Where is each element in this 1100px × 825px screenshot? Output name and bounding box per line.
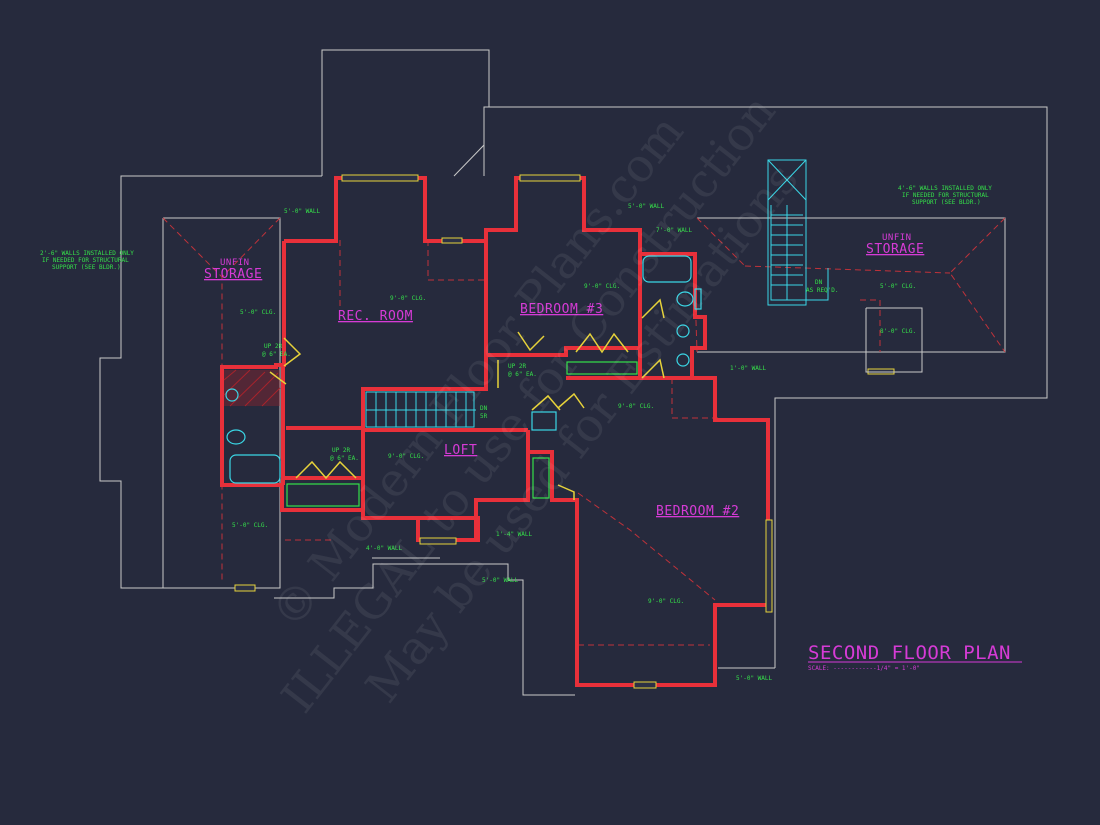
sink-icon: [676, 324, 690, 338]
ceiling-note: 5'-0" CLG.: [240, 309, 276, 316]
storage-right-line2: STORAGE: [866, 242, 924, 257]
ceiling-note: 8'-0" CLG.: [880, 328, 916, 335]
stair-note: UP 2R: [264, 343, 282, 350]
stair-note: 5R: [480, 413, 488, 420]
ceiling-note: 9'-0" CLG.: [618, 403, 654, 410]
stair-note: @ 6" EA.: [508, 371, 537, 378]
sink-icon: [676, 353, 690, 367]
washer-icon: [531, 411, 557, 431]
structural-note: IF NEEDED FOR STRUCTURAL: [42, 257, 129, 264]
bedroom3-label: BEDROOM #3: [520, 302, 603, 317]
toilet-icon: [226, 429, 246, 445]
structural-note: 2'-6" WALLS INSTALLED ONLY: [40, 250, 134, 257]
plan-scale: SCALE: ------------1/4" = 1'-0": [808, 665, 920, 672]
closet-shelf: [286, 483, 360, 507]
storage-left-line2: STORAGE: [204, 267, 262, 282]
storage-right-line1: UNFIN: [882, 233, 912, 243]
storage-left-line1: UNFIN: [220, 258, 250, 268]
bathtub-icon: [229, 454, 281, 484]
wall-note: 7'-0" WALL: [656, 227, 693, 234]
wall-note: 1'-4" WALL: [496, 531, 533, 538]
stair-note: UP 2R: [508, 363, 526, 370]
stair-note: DN: [815, 279, 823, 286]
structural-note: SUPPORT (SEE BLDR.): [52, 264, 121, 271]
ceiling-note: 9'-0" CLG.: [584, 283, 620, 290]
stair-note: UP 2R: [332, 447, 350, 454]
stair-note: @ 6" EA.: [330, 455, 359, 462]
stair-note: DN: [480, 405, 488, 412]
structural-note: SUPPORT (SEE BLDR.): [912, 199, 981, 206]
wall-note: 1'-0" WALL: [730, 365, 767, 372]
ceiling-note: 5'-0" CLG.: [232, 522, 268, 529]
wall-note: 5'-0" WALL: [628, 203, 665, 210]
structural-note: 4'-6" WALLS INSTALLED ONLY: [898, 185, 992, 192]
roof-outline: [99, 49, 1048, 696]
bedroom2-label: BEDROOM #2: [656, 504, 739, 519]
ceiling-note: 9'-0" CLG.: [390, 295, 426, 302]
closet-shelf: [532, 457, 550, 499]
watermark: © Modern Floor Plans.com ILLEGAL to use …: [260, 84, 808, 722]
roof-hips: [162, 217, 1006, 646]
exterior-walls: [220, 176, 770, 687]
bathtub-icon: [642, 255, 692, 283]
ceiling-note: 9'-0" CLG.: [648, 598, 684, 605]
loft-label: LOFT: [444, 443, 477, 458]
main-stair: [365, 391, 476, 428]
structural-note: IF NEEDED FOR STRUCTURAL: [902, 192, 989, 199]
ceiling-note: 9'-0" CLG.: [388, 453, 424, 460]
ceiling-note: 5'-0" CLG.: [880, 283, 916, 290]
stair-note: AS REQ'D.: [806, 287, 839, 294]
sink-icon: [225, 388, 239, 402]
right-dormer: [865, 307, 923, 373]
wall-note: 5'-0" WALL: [284, 208, 321, 215]
bath-fixtures: [286, 255, 702, 507]
wall-note: 4'-0" WALL: [366, 545, 403, 552]
wall-note: 5'-0" WALL: [482, 577, 519, 584]
doors: [269, 298, 665, 500]
title-block: SECOND FLOOR PLAN SCALE: ------------1/4…: [808, 642, 1022, 672]
toilet-icon: [676, 291, 694, 307]
plan-title: SECOND FLOOR PLAN: [808, 642, 1011, 664]
room-labels: REC. ROOM BEDROOM #3 BEDROOM #2 LOFT UNF…: [204, 233, 924, 519]
notes: 5'-0" WALL 5'-0" WALL 7'-0" WALL 4'-0" W…: [40, 185, 992, 682]
stair-note: @ 6" EA.: [262, 351, 291, 358]
attic-stair: [767, 159, 829, 306]
wall-note: 5'-0" WALL: [736, 675, 773, 682]
rec-room-label: REC. ROOM: [338, 309, 413, 324]
bath-chase: [223, 369, 281, 484]
closet-shelf: [566, 361, 638, 375]
